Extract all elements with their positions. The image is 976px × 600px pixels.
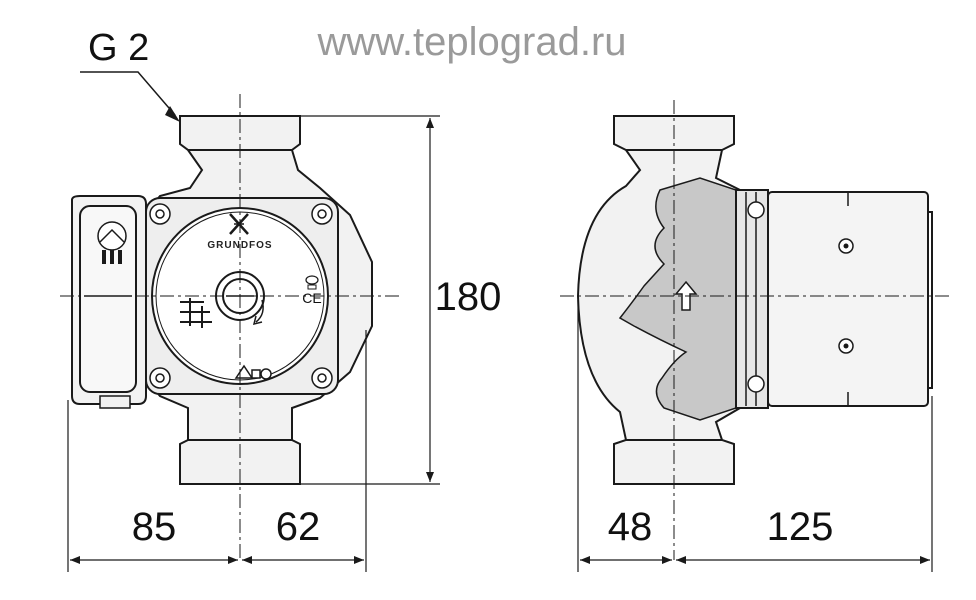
side-motor-housing [767, 191, 929, 407]
front-bolts [149, 203, 333, 389]
dim-front-right-label: 62 [276, 505, 321, 549]
speed-selector-symbol [180, 298, 212, 328]
thread-leader [80, 71, 180, 122]
dim-side-left-label: 48 [608, 505, 653, 549]
side-view [576, 115, 933, 485]
side-casing-cutaway [618, 177, 737, 421]
thread-label: G 2 [88, 27, 149, 69]
front-view [71, 115, 373, 485]
side-center-lines [560, 100, 950, 560]
watermark-text: www.teplograd.ru [316, 20, 626, 64]
ce-mark: CE [302, 290, 321, 306]
grundfos-logo-icon [229, 213, 249, 235]
front-center-lines [60, 94, 400, 560]
dim-height-label: 180 [435, 275, 502, 319]
dim-front-left-label: 85 [132, 505, 177, 549]
dimension-lines [67, 115, 933, 572]
side-motor-flange [735, 189, 769, 409]
dim-side-right-label: 125 [767, 505, 834, 549]
